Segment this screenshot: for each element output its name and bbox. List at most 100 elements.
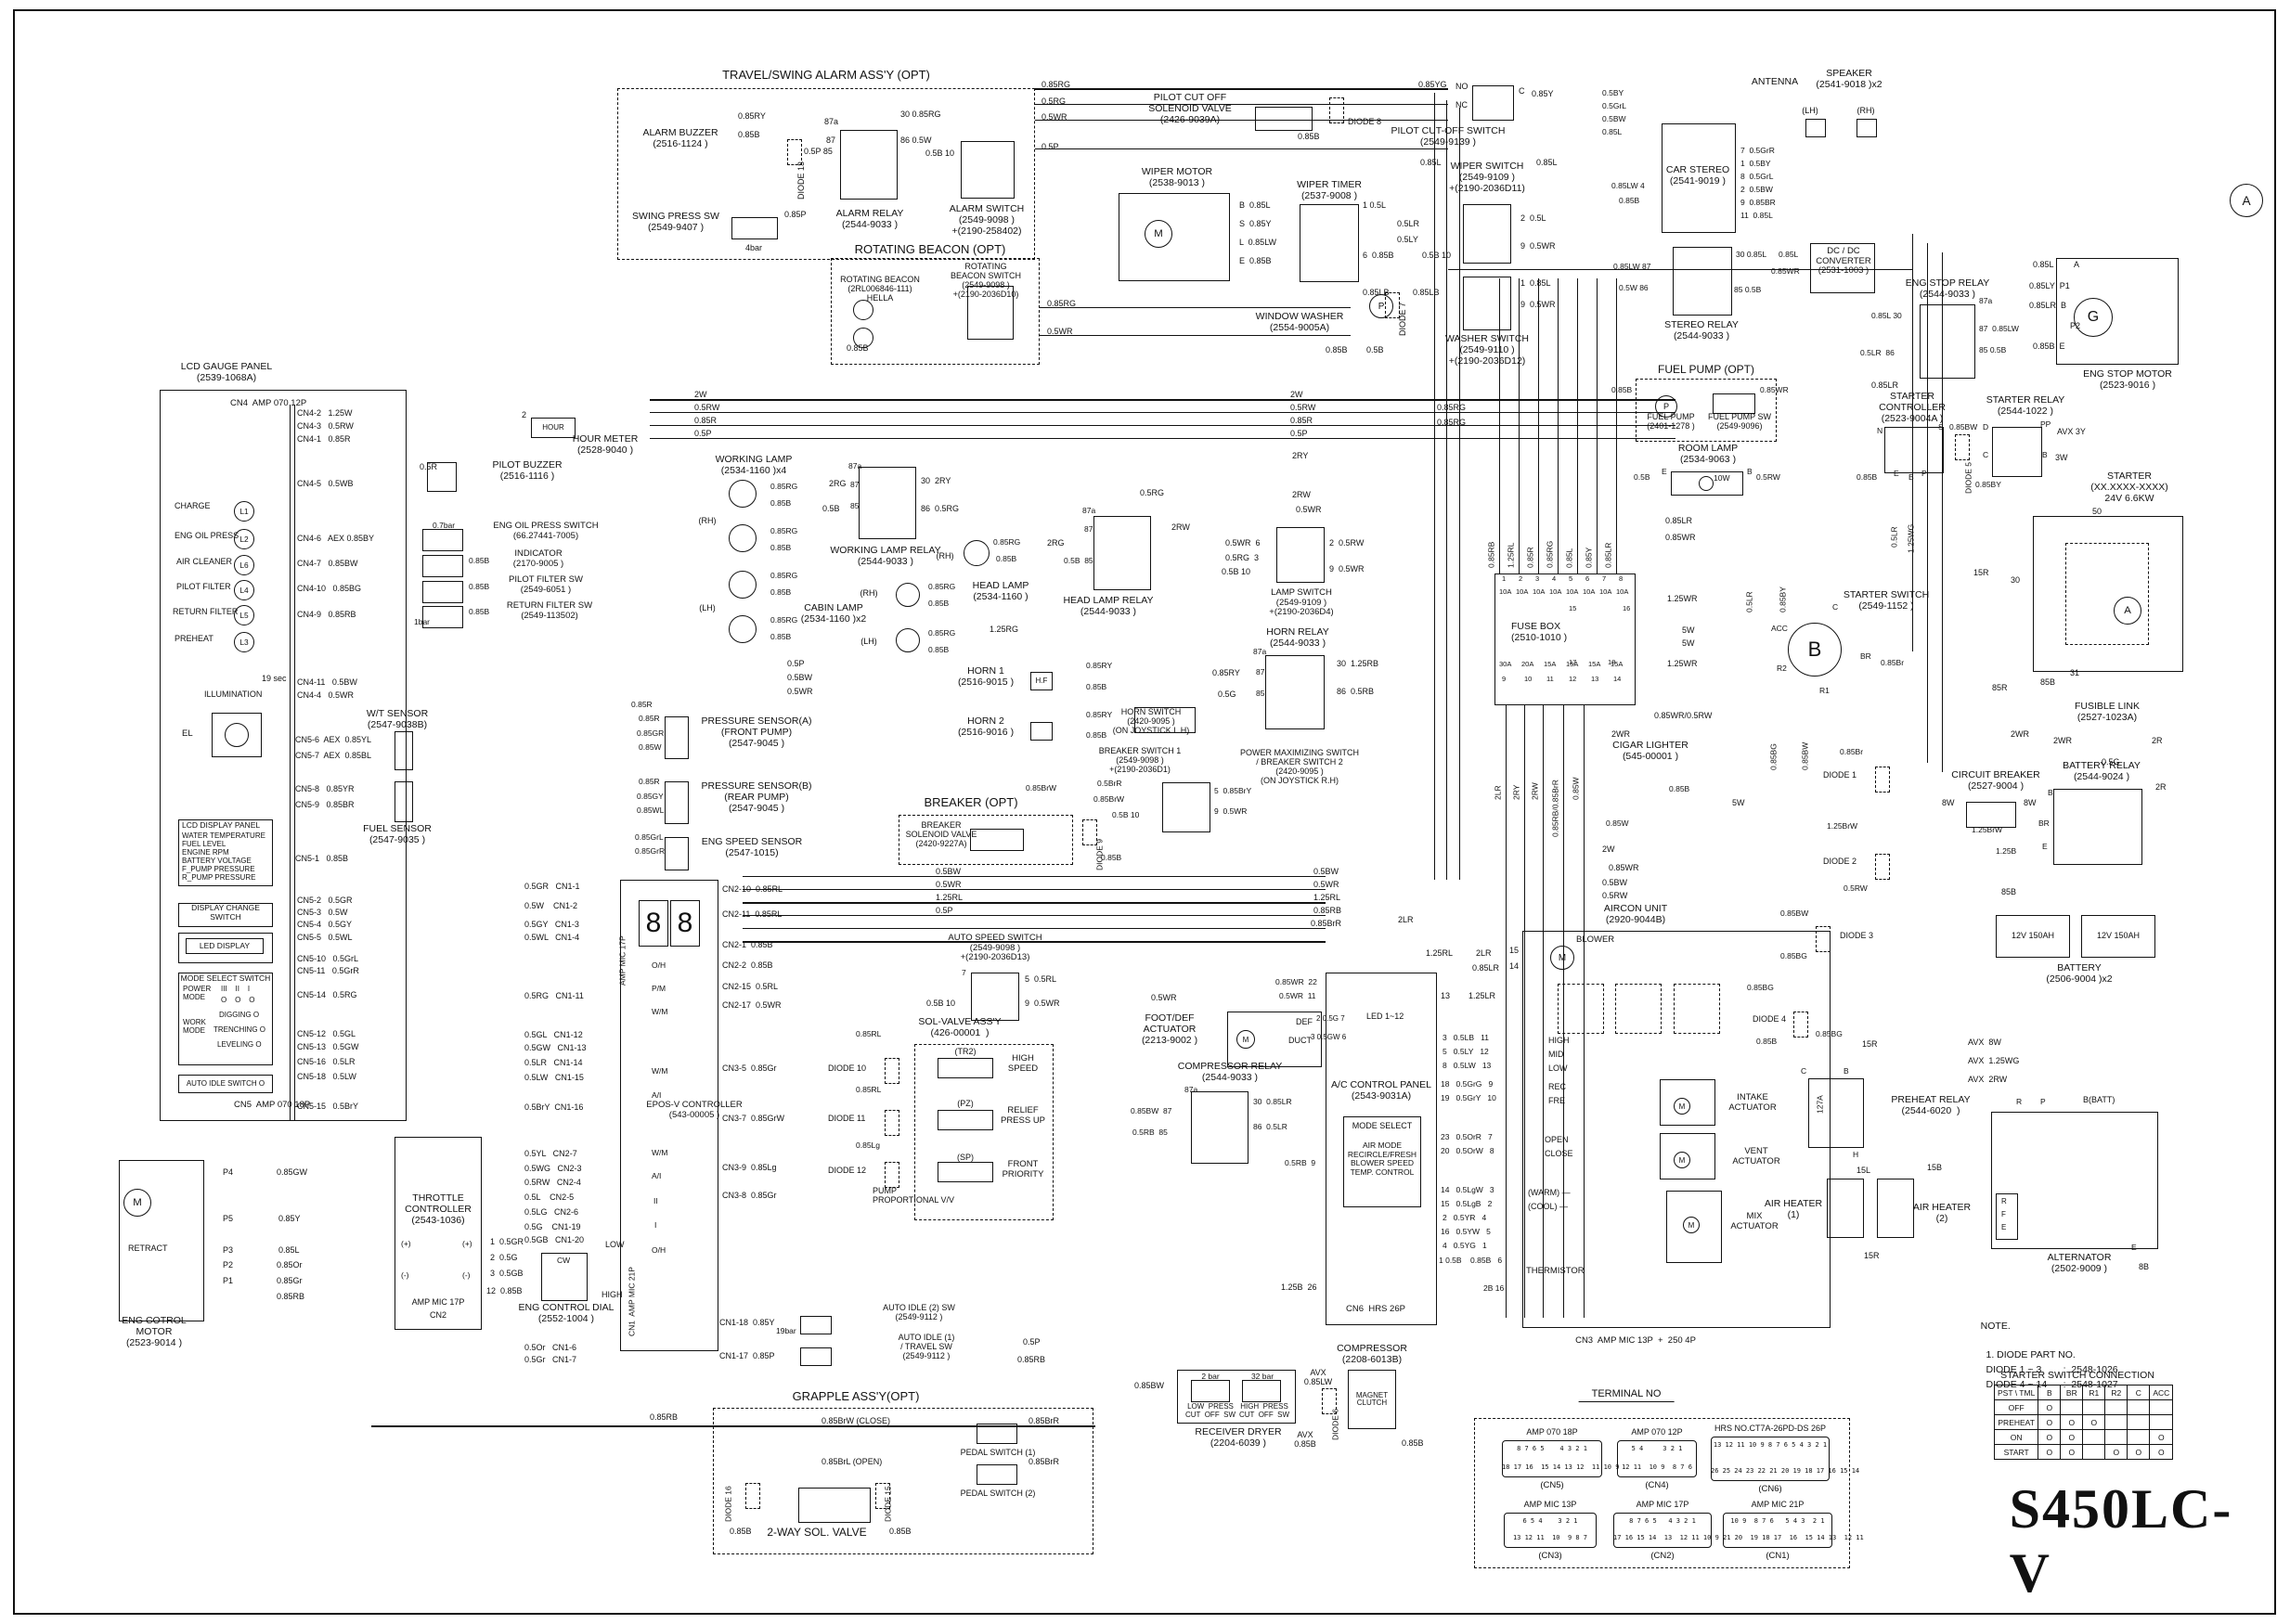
table-cell <box>2127 1399 2151 1415</box>
battery-1: 12V 150AH <box>1996 915 2070 958</box>
connector-shape <box>1723 1513 1832 1548</box>
text-label: 15 0.5LgB 2 <box>1441 1199 1493 1208</box>
text-label: CN3-5 0.85Gr <box>722 1063 777 1073</box>
text-label: 0.85BG <box>1747 983 1774 992</box>
text-label: P <box>1921 469 1927 478</box>
text-label: 0.85LR <box>1871 380 1899 390</box>
text-label: 0.5WR 11 <box>1279 991 1316 1000</box>
text-label: 19bar <box>776 1326 796 1335</box>
connector-pins-top: 13 12 11 10 9 8 7 6 5 4 3 2 1 <box>1713 1441 1828 1449</box>
text-label: 0.85Gr <box>277 1276 303 1285</box>
text-label: 1.25RG <box>990 625 1019 634</box>
text-label: 87a <box>1184 1085 1198 1094</box>
text-label: 15 <box>1509 946 1520 955</box>
text-label: 14 0.5LgW 3 <box>1441 1185 1494 1194</box>
text-label: 0.5Gr CN1-7 <box>524 1355 577 1364</box>
text-label: R <box>2016 1097 2023 1106</box>
text-label: P <box>2040 1097 2046 1106</box>
connector-caption: (CN1) <box>1766 1551 1790 1561</box>
text-label: RELIEF PRESS UP <box>1000 1105 1046 1126</box>
note-body: 1. DIODE PART NO. DIODE 1 ~ 3 : 2548-102… <box>1986 1349 2118 1390</box>
text-label: 30 0.85L <box>1736 250 1767 259</box>
text-label: 0.85L <box>2033 260 2054 269</box>
text-label: 2RG <box>829 479 847 488</box>
wire <box>743 876 1326 877</box>
table-cell <box>2149 1414 2174 1430</box>
text-label: 0.85B <box>1611 385 1633 394</box>
text-label: HIGH PRESS CUT OFF SW <box>1238 1402 1290 1419</box>
text-label: HIGH SPEED <box>1007 1053 1039 1074</box>
starter-controller <box>1884 427 1944 473</box>
wire <box>1563 705 1564 1318</box>
text-label: 30 1.25RB <box>1337 659 1379 668</box>
text-label: PEDAL SWITCH (1) <box>960 1448 1036 1457</box>
text-label: 85 0.5B <box>1734 285 1762 294</box>
text-label: 2W <box>1602 844 1615 854</box>
text-label: 2WR <box>2011 729 2029 739</box>
auto-idle-switch: AUTO IDLE SWITCH O <box>178 1075 273 1093</box>
text-label: (RH) <box>936 551 954 561</box>
text-label: 0.5B 10 <box>1422 251 1452 260</box>
text-label: 13 <box>1441 991 1451 1000</box>
text-label: 0.85RY <box>1212 668 1240 677</box>
text-label: C <box>1519 86 1525 96</box>
lcd-display-panel <box>178 819 273 886</box>
connector-caption: (CN5) <box>1540 1480 1564 1490</box>
lamp-symbol <box>729 480 757 508</box>
text-label: MODE SELECT <box>1352 1121 1413 1130</box>
text-label: MIX ACTUATOR <box>1730 1211 1779 1231</box>
table-cell: O <box>2082 1414 2106 1430</box>
text-label: 0.85WR <box>1760 385 1789 394</box>
sol-valve-assy <box>914 1044 1054 1220</box>
text-label: 9 0.5WR <box>1214 806 1248 816</box>
text-label: TRENCHING O <box>213 1025 265 1034</box>
text-label: DIGGING O <box>219 1011 260 1019</box>
text-label: ALARM RELAY (2544-9033 ) <box>835 208 904 230</box>
text-label: ENG OIL PRESS <box>175 531 239 540</box>
text-label: 0.5GL CN1-12 <box>524 1030 583 1039</box>
text-label: 0.85RB <box>1486 541 1496 568</box>
text-label: 0.5RW <box>694 403 720 412</box>
text-label: BREAKER SWITCH 1 (2549-9098 ) +(2190-203… <box>1098 746 1182 775</box>
text-label: STARTER CONTROLLER (2523-9004A ) <box>1879 391 1946 424</box>
table-col-header: ACC <box>2149 1385 2174 1400</box>
text-label: 0.85LR B <box>2029 301 2067 310</box>
table-cell: O <box>2060 1444 2084 1460</box>
text-label: 16 0.5YW 5 <box>1441 1227 1491 1236</box>
text-label: ILLUMINATION <box>204 690 263 699</box>
fuse-rating: 15A <box>1588 660 1601 668</box>
text-label: W/M <box>652 1066 668 1076</box>
intake-actuator <box>1660 1079 1715 1126</box>
text-label: 2 0.5BW <box>1740 185 1773 194</box>
text-label: 0.85LR <box>1472 963 1500 973</box>
text-label: DC / DC CONVERTER (2531-1003 ) <box>1816 246 1871 277</box>
text-label: LEVELING O <box>217 1040 262 1049</box>
fuse-number: 4 <box>1552 574 1557 583</box>
text-label: FUEL PUMP SW (2549-9096) <box>1707 412 1772 432</box>
diode-5 <box>1955 434 1970 460</box>
text-label: 2 0.5RW <box>1329 538 1365 548</box>
text-label: 0.85B <box>770 632 792 641</box>
text-label: AIR HEATER (1) <box>1764 1198 1823 1220</box>
diode-3 <box>1816 926 1831 952</box>
text-label: RETRACT <box>128 1244 168 1253</box>
text-label: 87a <box>1082 506 1096 515</box>
head-lamp-relay <box>1093 516 1151 590</box>
text-label: PILOT CUT OFF SOLENOID VALVE (2426-9039A… <box>1148 92 1232 125</box>
text-label: LOW <box>605 1240 625 1249</box>
table-cell <box>2060 1399 2084 1415</box>
text-label: 0.5WG CN2-3 <box>524 1164 582 1173</box>
text-label: 87a <box>848 461 862 470</box>
lamp-symbol <box>853 300 873 320</box>
connector-shape <box>1613 1513 1712 1548</box>
text-label: CN4-5 0.5WB <box>297 479 354 488</box>
text-label: AVX 3Y <box>2057 427 2086 436</box>
text-label: EPOS-V CONTROLLER (543-00005 ) <box>646 1100 743 1120</box>
fuse-number: 6 <box>1585 574 1590 583</box>
connector-pins-bottom: 13 12 11 10 9 8 7 <box>1512 1534 1588 1541</box>
table-cell: O <box>2060 1414 2084 1430</box>
text-label: W/M <box>652 1007 668 1016</box>
text-label: (WARM) — <box>1528 1188 1571 1197</box>
text-label: HEAD LAMP (2534-1160 ) <box>972 580 1029 602</box>
connector-pins-top: 6 5 4 3 2 1 <box>1522 1517 1578 1525</box>
